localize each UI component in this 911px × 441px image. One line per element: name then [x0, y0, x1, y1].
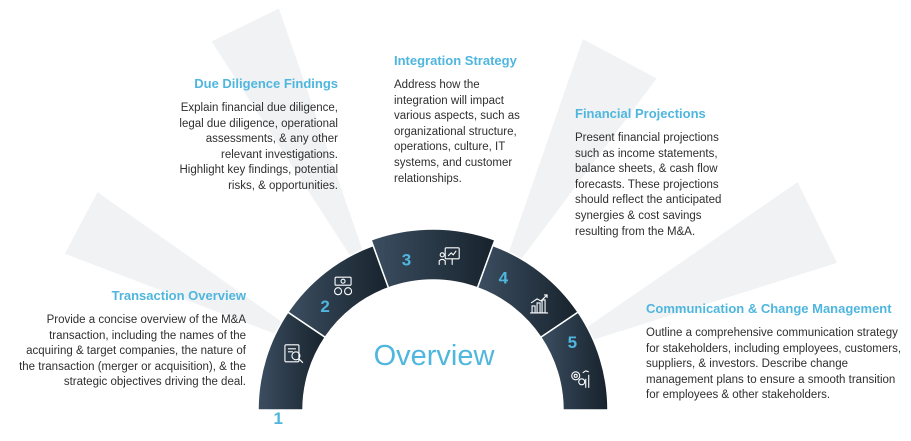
light-ray-4 [580, 182, 838, 343]
step-numbers: 1 2 3 4 5 [273, 250, 577, 428]
step-4-description: Present financial projections such as in… [575, 132, 722, 238]
money-exchange-icon [334, 276, 353, 296]
bar-chart-growth-icon [530, 294, 549, 314]
step-2-number: 2 [320, 297, 329, 316]
gears-chart-icon [571, 370, 590, 388]
presentation-board-icon [438, 247, 460, 265]
light-ray-1 [64, 192, 289, 337]
step-5-block: Communication & Change Management Outlin… [646, 301, 908, 404]
step-5-number: 5 [568, 333, 577, 352]
step-4-number: 4 [499, 269, 509, 288]
arc-segments [257, 228, 609, 411]
step-3-block: Integration Strategy Address how the int… [394, 53, 530, 187]
arc-segment-5 [539, 311, 609, 411]
step-3-title: Integration Strategy [394, 53, 517, 68]
step-2-block: Due Diligence Findings Explain financial… [176, 76, 338, 195]
light-ray-3 [506, 39, 657, 266]
step-3-number: 3 [402, 250, 411, 269]
step-1-block: Transaction Overview Provide a concise o… [8, 288, 246, 391]
step-1-title: Transaction Overview [111, 288, 246, 303]
step-1-description: Provide a concise overview of the M&A tr… [19, 314, 246, 389]
step-4-block: Financial Projections Present financial … [575, 106, 733, 240]
arc-segment-3 [370, 228, 496, 289]
light-ray-2 [211, 8, 366, 263]
center-title: Overview [373, 340, 495, 372]
step-4-title: Financial Projections [575, 106, 706, 121]
step-3-description: Address how the integration will impact … [394, 79, 520, 185]
step-1-number: 1 [273, 409, 282, 428]
step-5-title: Communication & Change Management [646, 301, 892, 316]
document-search-icon [284, 344, 304, 364]
light-rays [64, 8, 838, 343]
step-2-description: Explain financial due diligence, legal d… [179, 102, 338, 192]
step-icons [284, 247, 590, 388]
step-2-title: Due Diligence Findings [194, 76, 338, 91]
step-5-description: Outline a comprehensive communication st… [646, 327, 902, 402]
